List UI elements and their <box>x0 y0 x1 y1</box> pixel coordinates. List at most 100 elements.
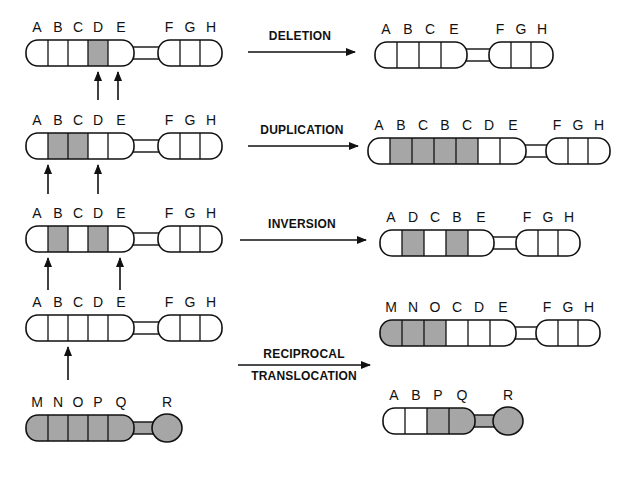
shaded-segment <box>68 133 88 159</box>
arm-fill <box>383 408 475 434</box>
gene-letter: F <box>523 209 532 225</box>
gene-letter: A <box>32 19 41 35</box>
segment-divider <box>47 40 48 66</box>
arm-outline <box>383 408 475 434</box>
segment-divider <box>530 42 531 68</box>
segment-divider <box>467 320 468 346</box>
shaded-segment <box>48 415 68 441</box>
mutation-label: DUPLICATION <box>260 122 343 138</box>
arm-fill <box>375 42 467 68</box>
segment-divider <box>199 315 200 341</box>
segment-divider <box>107 133 108 159</box>
segment-divider <box>489 320 490 346</box>
chromosome-arm <box>536 320 600 346</box>
gene-letter: B <box>53 205 62 221</box>
segment-divider <box>401 230 402 256</box>
arm-outline <box>489 42 553 68</box>
chromosome-arm <box>380 230 494 256</box>
chromosome-arm <box>158 133 222 159</box>
arm-outline <box>536 320 600 346</box>
gene-letter: C <box>430 209 440 225</box>
gene-letter: A <box>381 21 390 37</box>
gene-letter: C <box>418 117 428 133</box>
segment-divider <box>557 320 558 346</box>
segment-divider <box>179 40 180 66</box>
arm-ground <box>489 42 553 68</box>
shaded-segment <box>88 226 108 252</box>
segment-divider <box>477 138 478 164</box>
segment-divider <box>445 230 446 256</box>
segment-divider <box>47 133 48 159</box>
arm-fill <box>26 133 134 159</box>
segment-divider <box>433 138 434 164</box>
gene-letter: B <box>440 117 449 133</box>
segment-divider <box>47 226 48 252</box>
breakpoint-arrow <box>97 165 99 194</box>
shaded-segment <box>427 408 449 434</box>
gene-letter: G <box>563 299 574 315</box>
segment-divider <box>587 138 588 164</box>
gene-letter: C <box>73 205 83 221</box>
segment-divider <box>67 226 68 252</box>
mutation-label: RECIPROCAL TRANSLOCATION <box>245 343 363 387</box>
gene-letter: Q <box>457 387 468 403</box>
arm-outline <box>158 133 222 159</box>
gene-letter: B <box>396 117 405 133</box>
process-arrow <box>238 364 370 366</box>
shaded-segment <box>390 138 412 164</box>
gene-letter: H <box>206 19 216 35</box>
shaded-segment <box>48 133 68 159</box>
gene-letter: H <box>564 209 574 225</box>
arm-fill <box>536 320 600 346</box>
gene-letter: E <box>116 112 125 128</box>
arm-fill <box>158 133 222 159</box>
mutation-label: INVERSION <box>268 216 336 232</box>
arm-ground <box>516 230 580 256</box>
gene-letter: D <box>93 205 103 221</box>
segment-divider <box>199 226 200 252</box>
arm-ground <box>26 133 134 159</box>
segment-divider <box>87 40 88 66</box>
satellite-knob <box>493 407 523 435</box>
gene-letter: A <box>32 294 41 310</box>
arm-fill <box>26 315 134 341</box>
segment-divider <box>199 40 200 66</box>
chromosome-arm <box>26 315 134 341</box>
gene-letter: P <box>433 387 442 403</box>
gene-letter: E <box>116 19 125 35</box>
gene-letter: G <box>543 209 554 225</box>
gene-letter: N <box>408 299 418 315</box>
segment-divider <box>67 315 68 341</box>
arm-outline <box>516 230 580 256</box>
arm-fill <box>516 230 580 256</box>
arm-fill <box>546 138 610 164</box>
gene-letter: D <box>474 299 484 315</box>
gene-letter: D <box>93 294 103 310</box>
arm-outline <box>158 226 222 252</box>
gene-letter: E <box>116 294 125 310</box>
chromosome-arm <box>158 315 222 341</box>
arm-ground <box>26 315 134 341</box>
shaded-segment <box>402 320 424 346</box>
gene-letter: F <box>165 294 174 310</box>
segment-divider <box>87 415 88 441</box>
gene-letter: C <box>462 117 472 133</box>
arm-outline <box>26 40 134 66</box>
process-arrow <box>248 145 358 147</box>
chromosome-arm <box>26 415 134 441</box>
arm-fill <box>368 138 526 164</box>
arm-ground <box>368 138 526 164</box>
chromosome-arm <box>26 226 134 252</box>
gene-letter: F <box>165 205 174 221</box>
segment-divider <box>567 138 568 164</box>
breakpoint-arrow <box>67 347 69 380</box>
segment-divider <box>107 415 108 441</box>
breakpoint-arrow <box>117 72 119 100</box>
arm-outline <box>26 133 134 159</box>
segment-divider <box>47 315 48 341</box>
arm-outline <box>26 415 134 441</box>
gene-letter: A <box>32 112 41 128</box>
arm-outline <box>546 138 610 164</box>
arm-fill <box>158 40 222 66</box>
gene-letter: A <box>374 117 383 133</box>
